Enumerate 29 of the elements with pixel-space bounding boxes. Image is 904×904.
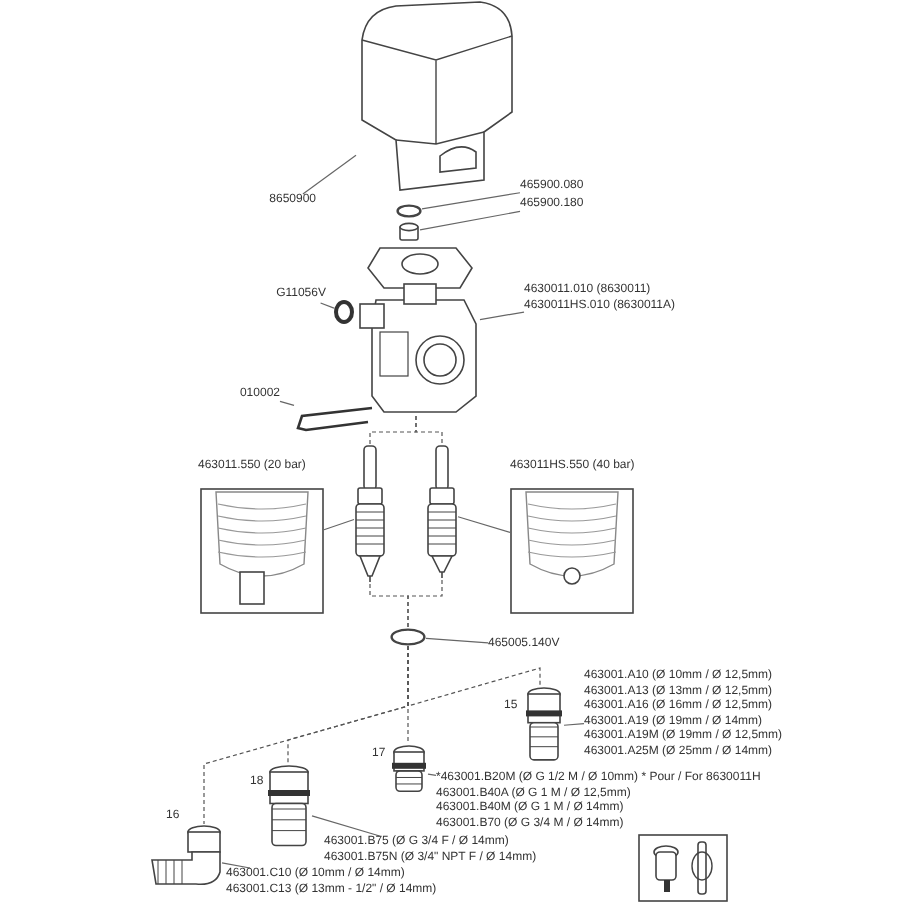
leader-line — [479, 311, 525, 321]
leader-line — [427, 773, 437, 776]
elbow-fitting-drawing — [148, 824, 222, 888]
actuator-cover-drawing — [356, 0, 516, 194]
assembly-line — [415, 415, 443, 445]
leader-line — [323, 518, 355, 531]
assembly-line — [203, 645, 409, 825]
assembly-line — [407, 579, 443, 629]
o-ring-drawing — [396, 204, 422, 218]
detail-view-drawing — [510, 488, 634, 614]
leader-line — [563, 722, 585, 726]
detail-view-drawing — [200, 488, 324, 614]
fitting-drawing — [390, 744, 428, 798]
leader-line — [457, 516, 511, 533]
valve-body-drawing — [360, 244, 480, 416]
leader-line — [279, 400, 295, 406]
leader-line — [425, 637, 489, 644]
leader-line — [320, 302, 335, 309]
leader-line — [311, 815, 381, 837]
leader-line — [421, 192, 521, 210]
leader-line — [302, 154, 357, 195]
spacer-drawing — [398, 222, 420, 242]
nozzle-drawing — [354, 444, 386, 584]
nozzle-drawing — [426, 444, 458, 580]
o-ring-drawing — [390, 628, 426, 646]
o-ring-drawing — [334, 300, 354, 324]
leader-line — [419, 210, 521, 231]
leader-line — [221, 862, 251, 869]
inset-drawing — [638, 834, 728, 902]
